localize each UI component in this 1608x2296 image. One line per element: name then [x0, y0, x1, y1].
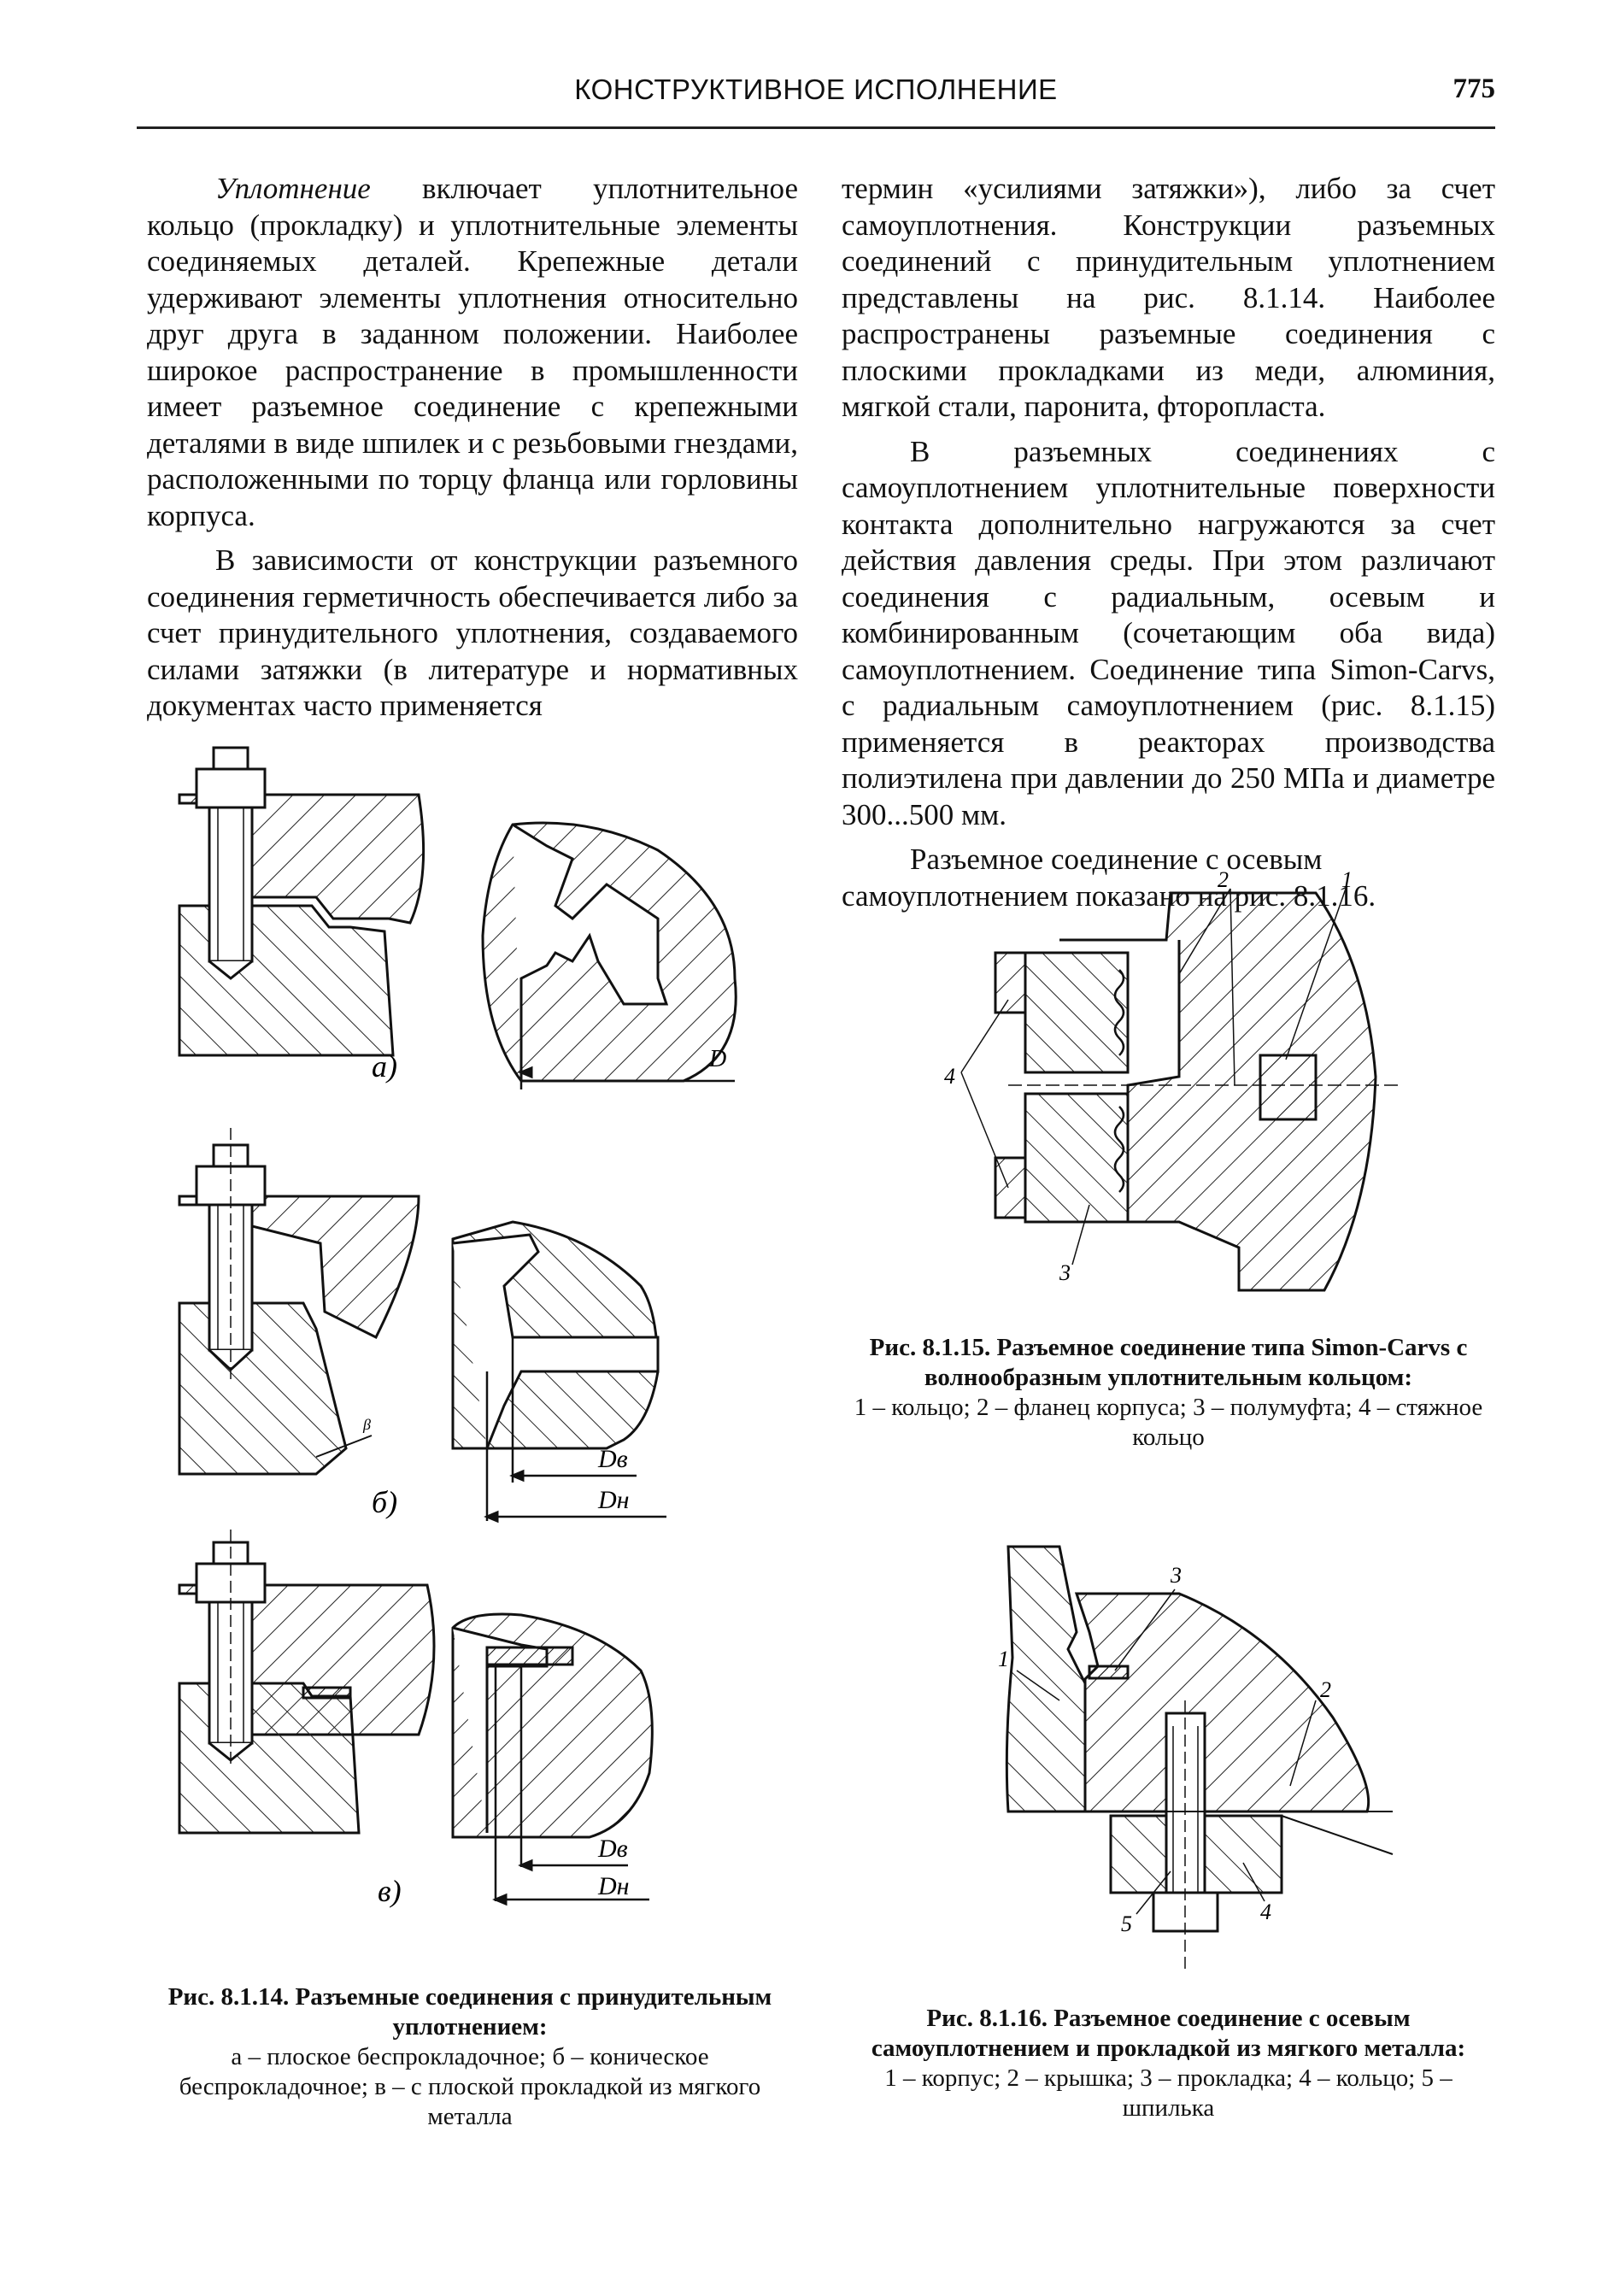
caption-title: Рис. 8.1.14. Разъемные соединения с прин… [167, 1983, 772, 2041]
paragraph-text: включает уплотнительное кольцо (прокладк… [147, 172, 798, 532]
caption-text: 1 – кольцо; 2 – фланец корпуса; 3 – полу… [854, 1394, 1483, 1451]
dim-Dv-label: Dв [597, 1835, 628, 1863]
callout-3: 3 [1170, 1563, 1182, 1588]
dim-Dn-label: Dн [597, 1872, 630, 1900]
callout-3: 3 [1059, 1260, 1071, 1285]
dim-Dv-label: Dв [597, 1445, 628, 1473]
running-header: КОНСТРУКТИВНОЕ ИСПОЛНЕНИЕ 775 [137, 67, 1495, 129]
caption-title: Рис. 8.1.15. Разъемное соединение типа S… [869, 1334, 1468, 1391]
figure-8-1-16-drawing: 1 3 2 4 5 [998, 1545, 1394, 1974]
figure-8-1-15: 2 1 4 3 [923, 863, 1435, 1307]
dim-D-label: D [708, 1046, 726, 1072]
caption-text: 1 – корпус; 2 – крышка; 3 – прокладка; 4… [884, 2064, 1452, 2122]
callout-1: 1 [998, 1647, 1009, 1671]
variant-b-label: б) [372, 1485, 397, 1519]
callout-2: 2 [1218, 867, 1229, 892]
angle-beta-label: β [362, 1416, 371, 1433]
variant-a [178, 746, 737, 1089]
figure-8-1-14-drawing: D а) β Dв Dн б) [178, 746, 737, 1908]
figure-8-1-14: D а) β Dв Dн б) [145, 722, 795, 1970]
paragraph: В разъемных соединениях с самоуплотнение… [842, 434, 1495, 831]
right-column-text: термин «усилиями затяжки»), либо за счет… [842, 171, 1495, 923]
dim-Dn-label: Dн [597, 1486, 630, 1514]
page-number: 775 [1452, 73, 1496, 104]
section-title: КОНСТРУКТИВНОЕ ИСПОЛНЕНИЕ [574, 73, 1058, 105]
callout-1: 1 [1341, 867, 1353, 892]
figure-8-1-16: 1 3 2 4 5 [931, 1530, 1410, 1982]
figure-8-1-15-caption: Рис. 8.1.15. Разъемное соединение типа S… [850, 1333, 1487, 1453]
callout-4: 4 [944, 1064, 955, 1089]
figure-8-1-14-caption: Рис. 8.1.14. Разъемные соединения с прин… [154, 1982, 786, 2132]
left-column-text: Уплотнение включает уплотнительное кольц… [147, 171, 798, 733]
paragraph: термин «усилиями затяжки»), либо за счет… [842, 172, 1495, 423]
term-italic: Уплотнение [215, 172, 371, 205]
paragraph: Уплотнение включает уплотнительное кольц… [147, 171, 798, 534]
variant-v [178, 1530, 654, 1906]
figure-8-1-15-drawing: 2 1 4 3 [944, 867, 1401, 1292]
figure-8-1-16-caption: Рис. 8.1.16. Разъемное соединение с осев… [850, 2004, 1487, 2123]
paragraph: В зависимости от конструкции разъемного … [147, 543, 798, 722]
variant-a-label: а) [372, 1049, 397, 1083]
caption-text: а – плоское беспрокладочное; б – коничес… [179, 2043, 761, 2130]
caption-title: Рис. 8.1.16. Разъемное соединение с осев… [871, 2005, 1466, 2062]
variant-b [178, 1128, 666, 1524]
variant-v-label: в) [378, 1874, 402, 1908]
callout-5: 5 [1121, 1911, 1132, 1936]
callout-2: 2 [1320, 1677, 1331, 1702]
callout-4: 4 [1260, 1900, 1271, 1924]
